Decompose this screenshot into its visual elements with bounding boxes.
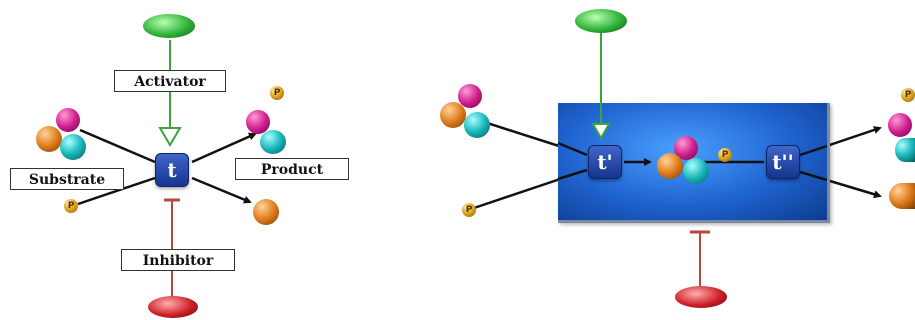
subnet-substrate-orange-sphere xyxy=(440,102,466,128)
subnet-substrate-phosphate: P xyxy=(462,203,476,217)
complex-teal-sphere xyxy=(683,158,709,184)
subnet-output-phosphate: P xyxy=(901,88,915,102)
subnet-output-orange-sphere xyxy=(889,183,915,209)
product-orange-sphere xyxy=(253,199,279,225)
subnet-output-pink-sphere xyxy=(888,113,912,137)
substrate-orange-sphere xyxy=(36,126,62,152)
subnet-activator-arrowhead xyxy=(591,123,611,141)
product-label: Product xyxy=(235,158,349,180)
substrate-arc-2 xyxy=(77,176,156,206)
subnet-inhibitor-place xyxy=(675,286,727,308)
complex-phosphate: P xyxy=(718,148,732,162)
transition-t-prime: t' xyxy=(588,145,622,179)
inhibitor-label: Inhibitor xyxy=(121,249,235,271)
activator-label: Activator xyxy=(114,70,226,92)
subnet-output-teal-sphere xyxy=(895,138,915,162)
substrate-teal-sphere xyxy=(60,134,86,160)
subnet-substrate-teal-sphere xyxy=(464,112,490,138)
complex-orange-sphere xyxy=(657,153,683,179)
product-pink-sphere xyxy=(246,110,270,134)
substrate-phosphate: P xyxy=(64,199,78,213)
product-phosphate: P xyxy=(270,86,284,100)
activator-arrowhead xyxy=(158,127,182,147)
inhibitor-place xyxy=(148,296,198,318)
activator-place xyxy=(143,14,195,38)
product-teal-sphere xyxy=(260,130,286,154)
subnet-activator-place xyxy=(575,9,627,33)
product-arc-1 xyxy=(191,132,257,164)
product-arc-2 xyxy=(191,176,252,204)
transition-t: t xyxy=(155,153,189,187)
transition-t-double-prime: t'' xyxy=(766,145,800,179)
substrate-pink-sphere xyxy=(56,108,80,132)
substrate-arc-1 xyxy=(79,128,156,164)
substrate-label: Substrate xyxy=(10,168,124,190)
subnet-substrate-pink-sphere xyxy=(458,84,482,108)
